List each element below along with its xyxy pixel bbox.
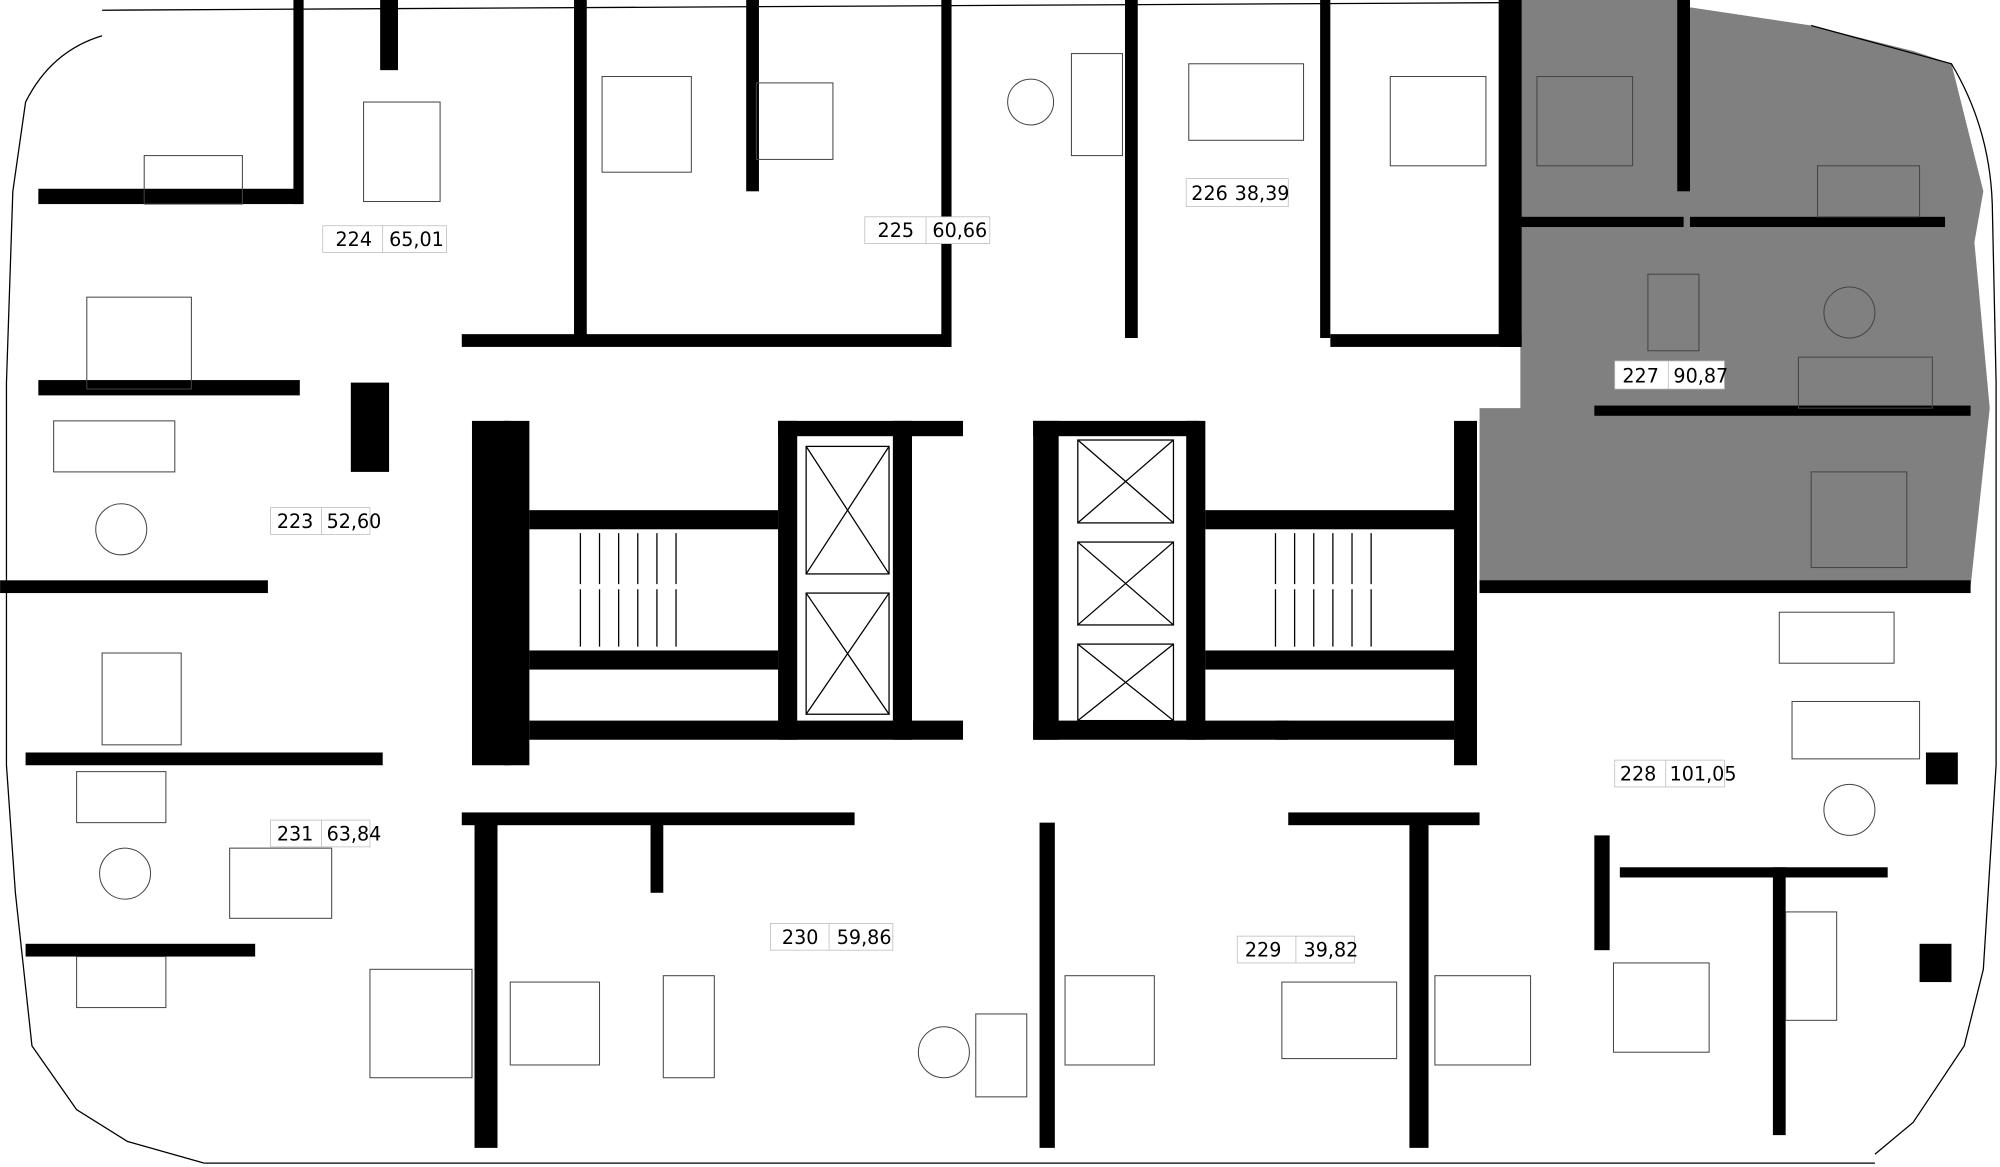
- coffee-table-icon: [1007, 78, 1055, 126]
- elevator-2: [805, 592, 890, 715]
- apartment-label-228[interactable]: 228 101,05: [1614, 759, 1737, 788]
- apartment-number: 229: [1245, 939, 1282, 962]
- dining-table-icon: [1281, 981, 1398, 1060]
- sofa-icon: [1797, 356, 1933, 409]
- apartment-area: 38,39: [1235, 182, 1290, 205]
- sofa-icon: [975, 1013, 1028, 1098]
- apartment-number: 230: [782, 926, 819, 949]
- stairs: [579, 533, 1372, 647]
- bed-icon: [369, 968, 473, 1079]
- bed-icon: [86, 296, 192, 390]
- coffee-table-icon: [1823, 783, 1876, 836]
- apartment-area: 60,66: [932, 219, 987, 242]
- apartment-area: 101,05: [1670, 763, 1737, 786]
- bed-icon: [509, 981, 601, 1066]
- elevator-5: [1077, 643, 1175, 722]
- bed-icon: [601, 76, 692, 173]
- sofa-icon: [1070, 53, 1123, 157]
- dining-table-icon: [1778, 611, 1895, 664]
- apartment-label-224[interactable]: 224 65,01: [322, 225, 447, 253]
- coffee-table-icon: [1823, 286, 1876, 339]
- bed-icon: [1612, 962, 1710, 1053]
- apartment-number: 225: [878, 219, 915, 242]
- apartment-label-223[interactable]: 223 52,60: [270, 507, 382, 535]
- sofa-icon: [143, 155, 243, 205]
- dining-table-icon: [229, 847, 333, 919]
- apartment-label-227[interactable]: 227 90,87: [1614, 360, 1728, 390]
- apartment-area: 90,87: [1673, 365, 1728, 388]
- walls: [0, 0, 1971, 1148]
- sofa-icon: [1791, 700, 1921, 760]
- coffee-table-icon: [99, 847, 152, 900]
- apartment-label-230[interactable]: 230 59,86: [770, 923, 894, 951]
- apartment-number: 226: [1191, 182, 1228, 205]
- apartment-number: 224: [336, 228, 373, 251]
- apartment-area: 59,86: [837, 926, 892, 949]
- dining-table-icon: [1647, 273, 1700, 352]
- apartment-227-highlight[interactable]: [1479, 0, 1990, 587]
- apartment-area: 65,01: [389, 228, 444, 251]
- bed-icon: [1536, 76, 1634, 167]
- sofa-icon: [76, 771, 167, 824]
- sofa-icon: [1785, 911, 1838, 1021]
- apartment-area: 39,82: [1304, 939, 1359, 962]
- sofa-icon: [53, 420, 176, 473]
- apartment-number: 228: [1620, 763, 1657, 786]
- apartment-number: 231: [277, 822, 314, 845]
- bed-icon: [1810, 471, 1908, 569]
- dining-table-icon: [363, 101, 441, 203]
- bed-icon: [1434, 975, 1532, 1066]
- furniture: [53, 53, 1933, 1098]
- apartment-label-229[interactable]: 229 39,82: [1236, 935, 1359, 964]
- apartment-number: 223: [277, 510, 314, 533]
- coffee-table-icon: [917, 1026, 970, 1079]
- apartment-label-231[interactable]: 231 63,84: [270, 819, 382, 848]
- dining-table-icon: [1188, 63, 1305, 141]
- elevator-1: [805, 445, 890, 575]
- bed-icon: [1064, 975, 1155, 1066]
- apartment-label-226[interactable]: 226 38,39: [1185, 178, 1290, 207]
- bed-icon: [1389, 76, 1487, 167]
- apartment-number: 227: [1622, 365, 1659, 388]
- sofa-icon: [755, 82, 834, 160]
- bed-icon: [101, 652, 182, 746]
- sofa-icon: [662, 975, 715, 1079]
- apartment-label-225[interactable]: 225 60,66: [864, 216, 991, 244]
- apartment-area: 52,60: [327, 510, 382, 533]
- coffee-table-icon: [95, 503, 148, 556]
- sofa-icon: [76, 956, 167, 1009]
- elevator-shafts: [805, 439, 1175, 722]
- apartment-area: 63,84: [327, 822, 382, 845]
- elevator-3: [1077, 439, 1175, 524]
- sofa-icon: [1817, 165, 1921, 218]
- elevator-4: [1077, 541, 1175, 626]
- outer-contour: [5, 1, 1997, 1164]
